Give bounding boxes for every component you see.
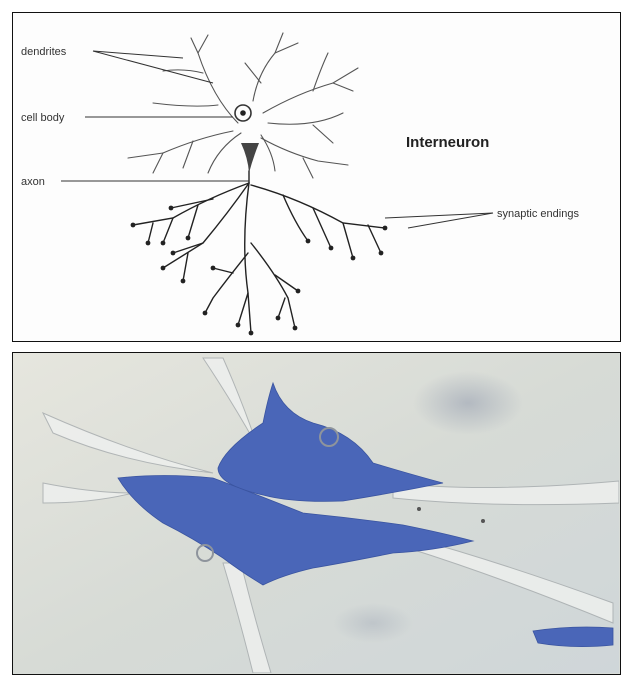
dendrites-label: dendrites <box>21 46 67 58</box>
axon-tree <box>133 171 385 333</box>
synaptic-endings-label: synaptic endings <box>497 208 579 220</box>
nucleus-dot <box>240 110 246 116</box>
micrograph-image <box>13 353 619 673</box>
interneuron-diagram: dendrites cell body axon synaptic ending… <box>13 13 619 340</box>
interneuron-diagram-panel: dendrites cell body axon synaptic ending… <box>12 12 621 342</box>
diagram-title: Interneuron <box>406 134 489 151</box>
background-blur <box>413 371 523 435</box>
micrograph-background <box>13 353 619 673</box>
synaptic-ending-dots <box>131 206 388 336</box>
axon-hillock <box>241 143 259 173</box>
axon-label: axon <box>21 176 45 188</box>
background-blur <box>333 603 413 643</box>
stained-neuron-micrograph <box>12 352 621 675</box>
cell-body-label: cell body <box>21 112 65 124</box>
